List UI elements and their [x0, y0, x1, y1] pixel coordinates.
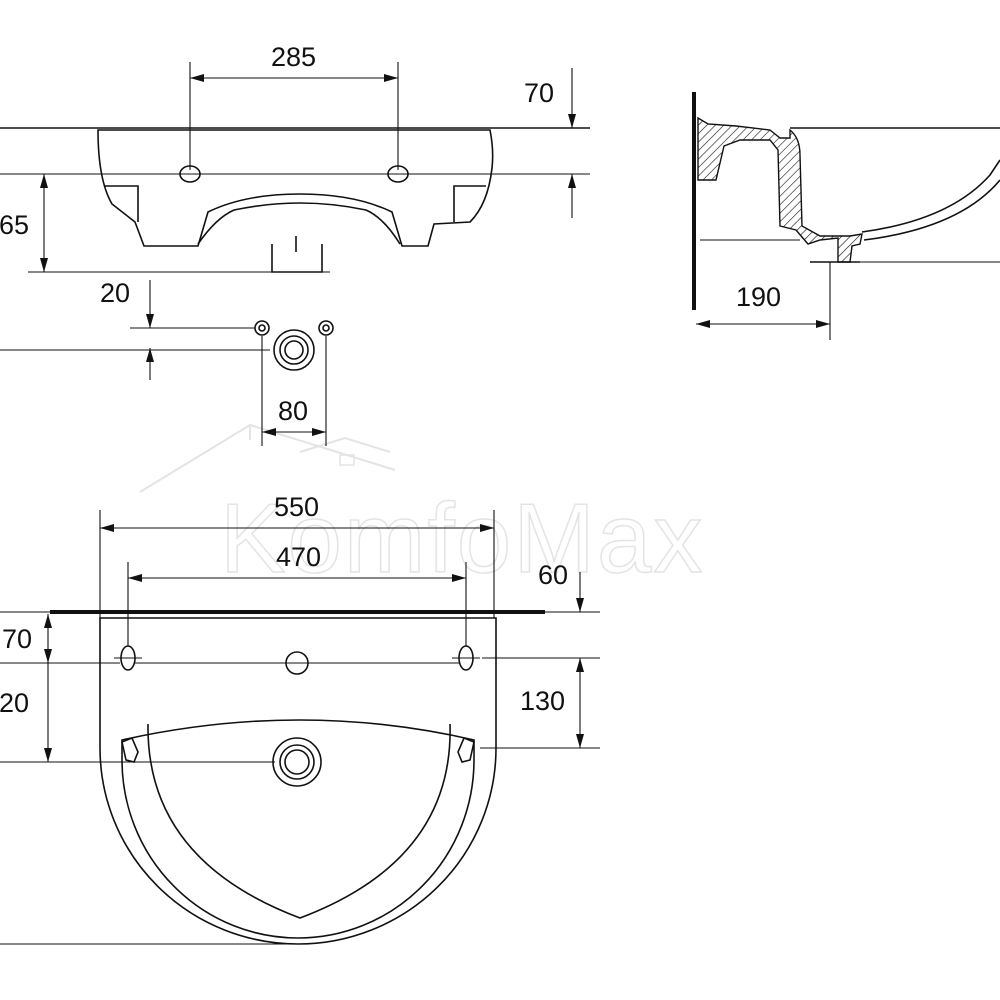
- side-section: [697, 116, 863, 263]
- top-bowl-inner: [121, 719, 475, 939]
- watermark-text: KomfoMax: [220, 483, 704, 593]
- watermark-house-icon: [139, 423, 396, 493]
- dim-mount-spacing: 470: [276, 542, 321, 572]
- side-view: 190: [692, 92, 1000, 340]
- dim-outlet-spacing: 80: [278, 396, 308, 426]
- front-left-pocket: [104, 185, 139, 222]
- dim-drain-depth: 120: [0, 688, 29, 718]
- top-bowl-inner-curve: [147, 723, 451, 919]
- top-basin-outline: [99, 617, 497, 945]
- front-right-pocket: [453, 185, 486, 222]
- outlet-right-bolt: [318, 320, 334, 336]
- dim-height: 165: [0, 210, 29, 240]
- front-view: 285 70 165 20 80: [0, 42, 590, 446]
- outlet-pipe: [273, 329, 315, 371]
- dim-wall-offset: 60: [538, 560, 568, 590]
- dim-right-offset: 130: [520, 686, 565, 716]
- dim-tap-spacing: 285: [271, 42, 316, 72]
- dim-left-offset: 70: [2, 624, 32, 654]
- watermark-window-icon: [339, 454, 355, 466]
- dim-depth: 190: [736, 282, 781, 312]
- top-left-slot: [121, 736, 139, 763]
- top-right-slot: [457, 736, 475, 763]
- side-bowl-curve: [861, 159, 1000, 233]
- front-drain: [271, 244, 323, 273]
- top-view: 550 470 60 130 70 120: [0, 492, 600, 945]
- outlet-left-bolt: [254, 320, 270, 336]
- front-basin-outline: [97, 129, 494, 247]
- dim-rim-offset: 70: [524, 78, 554, 108]
- watermark: KomfoMax: [139, 423, 704, 594]
- front-bowl-inner: [197, 202, 401, 245]
- dim-width: 550: [274, 492, 319, 522]
- dim-drain-drop: 20: [100, 278, 130, 308]
